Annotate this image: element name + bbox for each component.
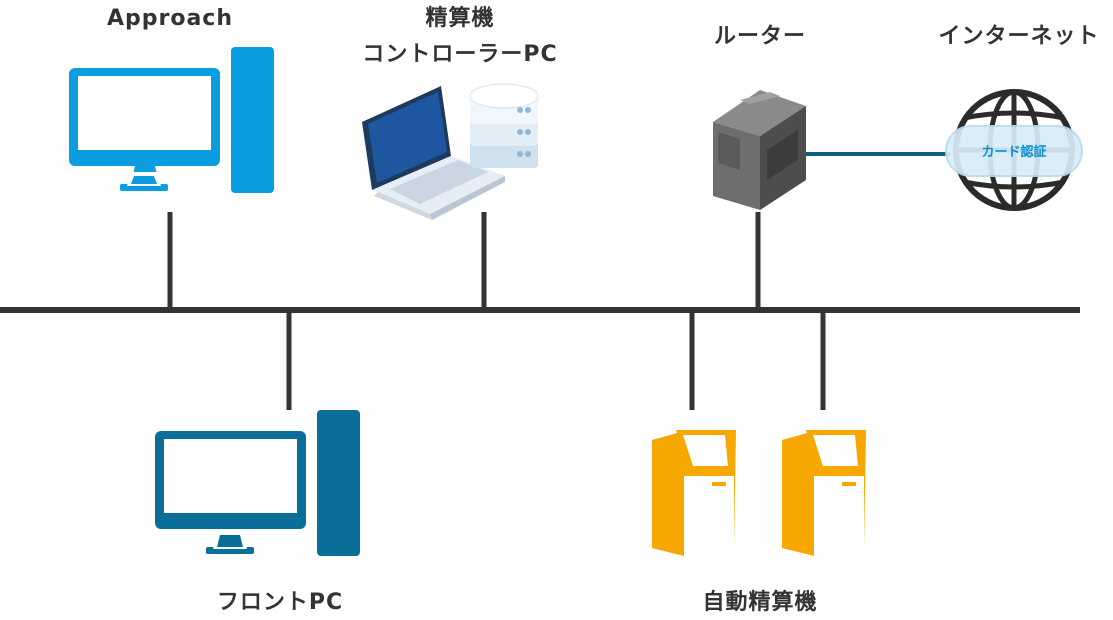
front-pc-icon [155, 410, 360, 556]
front-label: フロントPC [216, 590, 344, 615]
approach-label: Approach [106, 6, 234, 31]
card-auth-label: カード認証 [981, 144, 1046, 160]
kiosk-label: 自動精算機 [702, 590, 818, 615]
server-icon [469, 83, 539, 168]
card-auth-badge: カード認証 [945, 125, 1083, 177]
kiosk-icon-2 [782, 430, 866, 556]
router-label: ルーター [713, 24, 806, 49]
kiosk-icon-1 [652, 430, 736, 556]
controller-label-line1: 精算機 [425, 6, 495, 31]
controller-label-line2: コントローラーPC [362, 42, 558, 67]
router-icon [713, 90, 806, 210]
approach-pc-icon [69, 47, 274, 193]
laptop-icon [362, 86, 505, 220]
internet-label: インターネット [938, 24, 1100, 49]
